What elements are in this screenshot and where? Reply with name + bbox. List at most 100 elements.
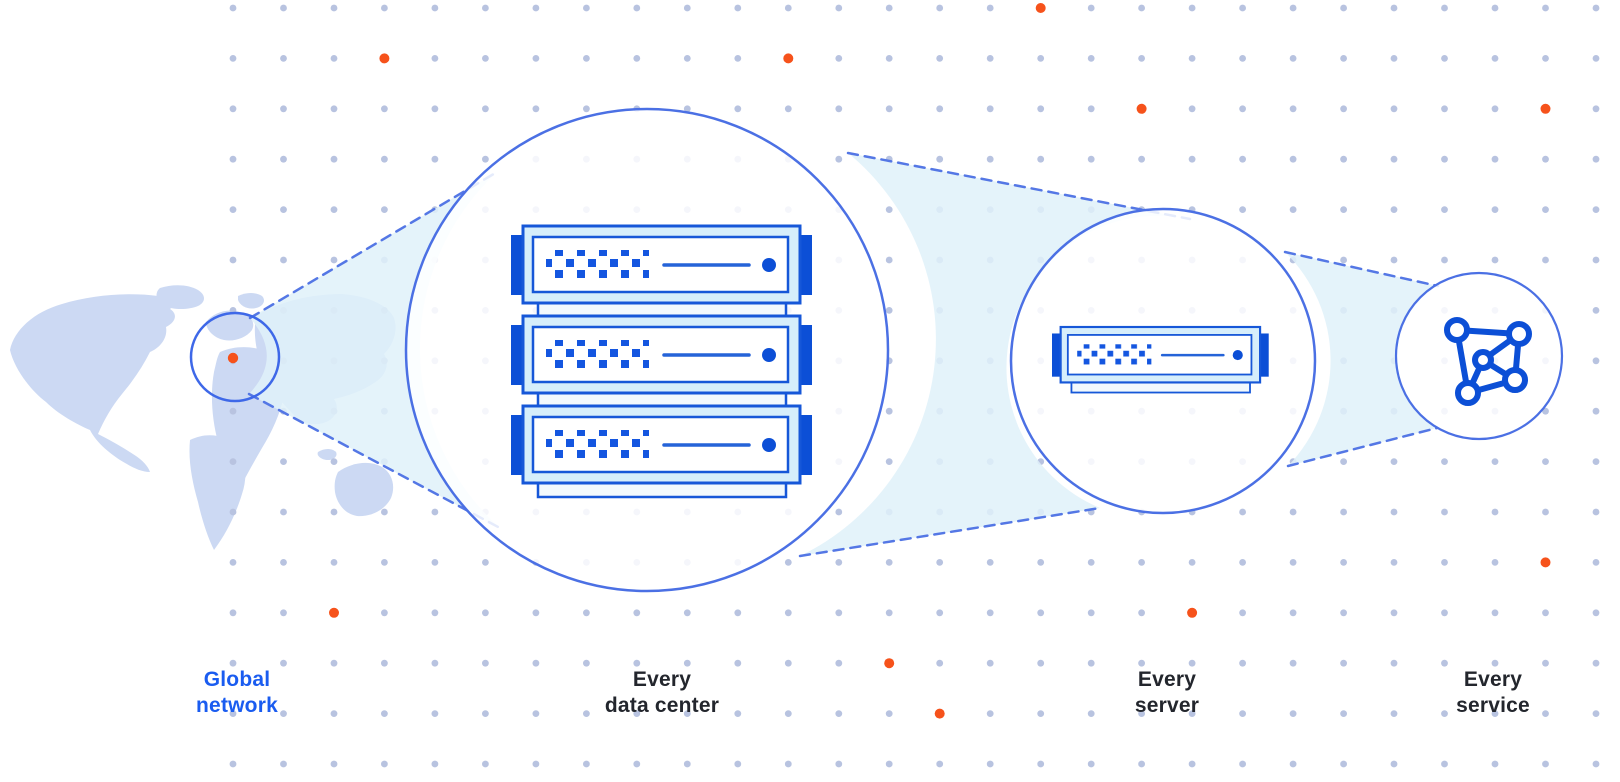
grid-dot xyxy=(1542,155,1549,163)
grid-dot xyxy=(330,105,338,113)
grid-dot xyxy=(1340,4,1347,12)
grid-dot xyxy=(683,710,691,717)
grid-dot xyxy=(784,710,792,717)
grid-dot xyxy=(936,55,944,62)
grid-dot xyxy=(1441,559,1448,566)
grid-dot xyxy=(885,4,893,12)
server-rack-unit-3 xyxy=(509,404,814,499)
grid-dot xyxy=(1592,407,1600,415)
grid-dot xyxy=(431,659,439,667)
grid-dot xyxy=(1340,55,1347,62)
grid-dot xyxy=(986,710,994,717)
grid-dot xyxy=(1289,105,1297,113)
grid-dot xyxy=(1592,256,1600,264)
grid-dot xyxy=(936,760,944,768)
grid-dot xyxy=(229,105,237,113)
grid-dot xyxy=(1491,155,1499,163)
grid-dot-orange xyxy=(1187,607,1198,618)
grid-dot xyxy=(280,4,287,12)
grid-dot xyxy=(936,559,944,566)
grid-dot xyxy=(1037,155,1045,163)
grid-dot xyxy=(330,256,338,264)
grid-dot xyxy=(633,4,641,12)
grid-dot xyxy=(1542,458,1549,465)
grid-dot xyxy=(1087,155,1095,163)
grid-dot xyxy=(1188,155,1196,163)
continent-australia xyxy=(334,462,394,517)
stage-label-global-network: Global network xyxy=(137,667,337,719)
grid-dot xyxy=(734,760,742,768)
grid-dot xyxy=(1441,256,1448,264)
grid-dot xyxy=(1390,256,1398,264)
grid-dot xyxy=(1390,105,1398,113)
grid-dot-orange xyxy=(379,53,390,64)
grid-dot xyxy=(683,609,691,617)
grid-dot xyxy=(1138,609,1145,617)
grid-dot xyxy=(330,659,338,667)
grid-dot xyxy=(1188,710,1196,717)
grid-dot-orange xyxy=(1540,103,1551,114)
grid-dot-orange xyxy=(934,708,945,719)
grid-dot xyxy=(1390,155,1398,163)
grid-dot xyxy=(1542,206,1549,214)
network-mesh-icon xyxy=(1444,317,1532,406)
grid-dot xyxy=(1390,710,1398,717)
island-southeast-asia xyxy=(317,449,337,460)
grid-dot xyxy=(885,307,893,314)
grid-dot xyxy=(1289,609,1297,617)
grid-dot xyxy=(482,55,489,62)
grid-dot xyxy=(936,609,944,617)
grid-dot xyxy=(1592,760,1600,768)
grid-dot xyxy=(1390,659,1398,667)
grid-dot xyxy=(330,710,338,717)
grid-dot xyxy=(1138,155,1145,163)
stage-label-line: Every xyxy=(1137,668,1197,691)
grid-dot xyxy=(885,407,893,415)
location-dot xyxy=(227,352,239,364)
grid-dot xyxy=(1592,659,1600,667)
grid-dot xyxy=(229,760,237,768)
zoom-cone-3 xyxy=(1285,252,1438,466)
grid-dot xyxy=(734,55,742,62)
grid-dot xyxy=(583,4,590,12)
grid-dot xyxy=(1542,710,1549,717)
grid-dot xyxy=(280,155,287,163)
grid-dot xyxy=(885,458,893,465)
dashed-line-upper-mid xyxy=(846,151,1192,221)
grid-dot xyxy=(1340,609,1347,617)
grid-dot xyxy=(885,206,893,214)
grid-dot xyxy=(1390,559,1398,566)
grid-dot xyxy=(532,55,540,62)
grid-dot xyxy=(1390,4,1398,12)
grid-dot xyxy=(986,609,994,617)
grid-dot xyxy=(1289,55,1297,62)
stage-label-line: Every xyxy=(632,668,692,691)
grid-dot xyxy=(532,760,540,768)
grid-dot xyxy=(229,55,237,62)
stage-label-line: network xyxy=(196,694,278,717)
grid-dot xyxy=(1239,760,1246,768)
grid-dot xyxy=(381,760,388,768)
grid-dot xyxy=(381,609,388,617)
grid-dot xyxy=(229,559,237,566)
grid-dot xyxy=(1239,559,1246,566)
grid-dot xyxy=(1592,206,1600,214)
grid-dot xyxy=(381,659,388,667)
grid-dot xyxy=(431,760,439,768)
stage-label-line: server xyxy=(1134,694,1200,717)
grid-dot xyxy=(633,659,641,667)
grid-dot xyxy=(583,55,590,62)
grid-dot xyxy=(1239,55,1246,62)
grid-dot xyxy=(482,4,489,12)
grid-dot xyxy=(1542,760,1549,768)
grid-dot xyxy=(583,609,590,617)
grid-dot-orange xyxy=(329,607,339,618)
grid-dot xyxy=(986,760,994,768)
grid-dot xyxy=(1239,659,1246,667)
grid-dot xyxy=(1441,609,1448,617)
grid-dot xyxy=(330,508,338,516)
grid-dot xyxy=(482,760,489,768)
grid-dot xyxy=(280,55,287,62)
grid-dot xyxy=(1491,206,1499,214)
grid-dot xyxy=(1188,760,1196,768)
